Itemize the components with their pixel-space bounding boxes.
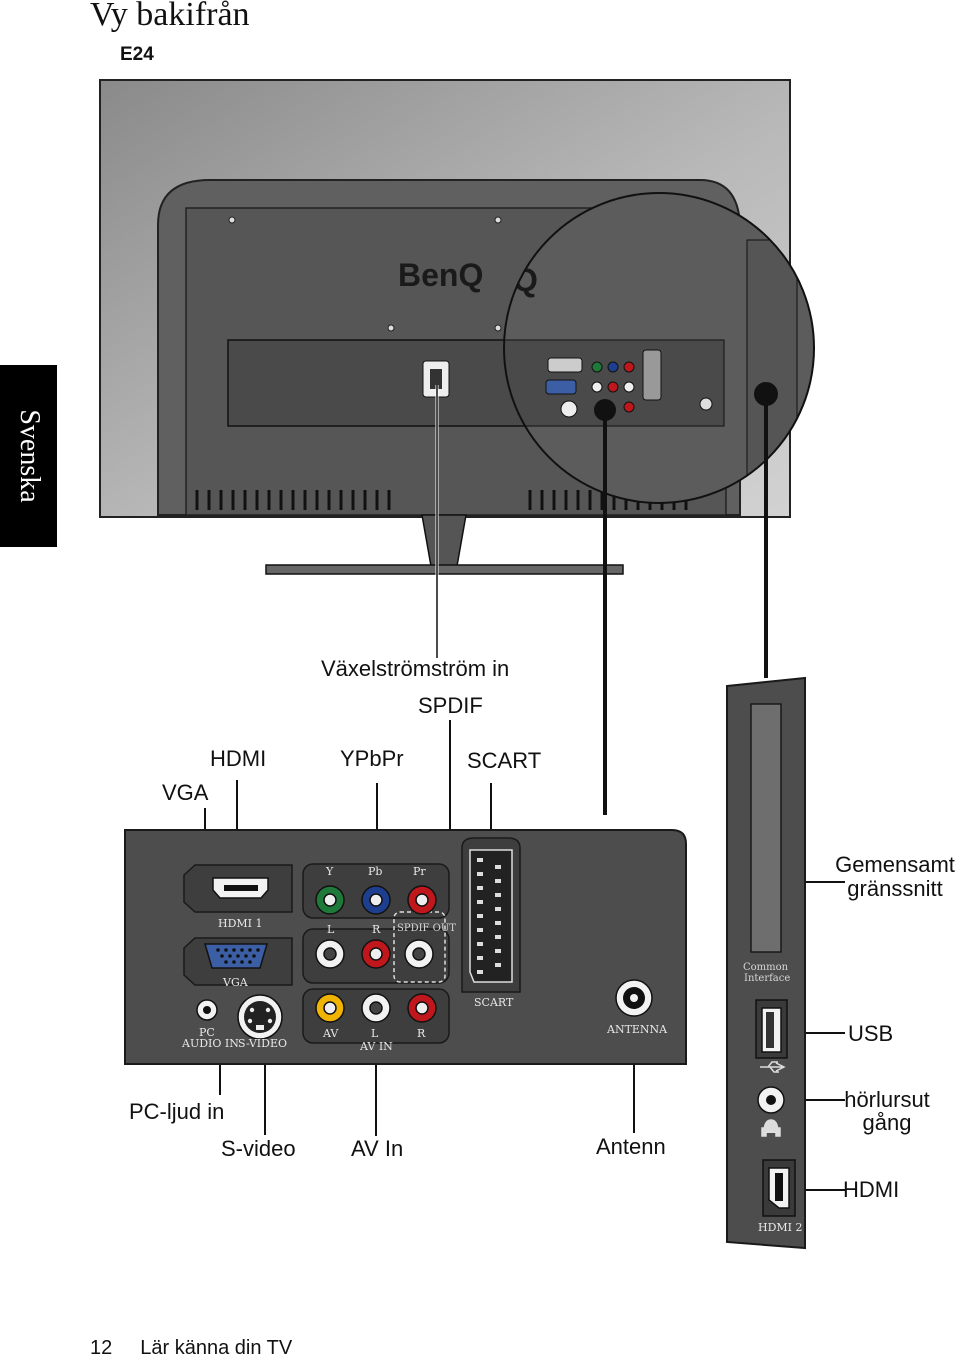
- interface-label: Interface: [744, 973, 790, 984]
- callout-vga: VGA: [162, 780, 209, 805]
- av-in-label: AV IN: [359, 1040, 393, 1053]
- magnifier-ring: [503, 192, 815, 504]
- section-title: Lär känna din TV: [140, 1337, 293, 1359]
- vga-port[interactable]: [204, 943, 268, 969]
- common-label: Common: [743, 962, 789, 973]
- callout-pc-audio: PC-ljud in: [129, 1099, 225, 1124]
- callout-common-interface: Gemensamt gränssnitt: [835, 852, 955, 901]
- av-r-label: R: [417, 1027, 426, 1040]
- side-connector-panel: [726, 676, 806, 1250]
- pr-label: Pr: [413, 865, 426, 878]
- magnified-detail: Q: [504, 193, 814, 503]
- callout-svideo: S-video: [221, 1136, 296, 1161]
- model-name: E24: [120, 44, 154, 65]
- svideo-pins: [247, 1007, 273, 1024]
- callout-ypbpr: YPbPr: [340, 746, 404, 771]
- common-interface-slot[interactable]: [750, 703, 782, 953]
- l-label: L: [327, 923, 335, 936]
- scart-panel-label: SCART: [474, 996, 514, 1009]
- stand-neck: [421, 514, 467, 567]
- callout-spdif: SPDIF: [418, 693, 483, 718]
- scart-pins: [477, 858, 501, 974]
- spdif-outline: [393, 911, 446, 983]
- usb-icon: [760, 1061, 786, 1073]
- callout-hdmi2: HDMI: [843, 1177, 900, 1202]
- hdmi1-label: HDMI 1: [218, 917, 263, 930]
- power-socket-inner: [430, 369, 442, 389]
- stand-base: [265, 564, 624, 575]
- spdif-out-label: SPDIF OUT: [397, 923, 456, 934]
- brand-logo: BenQ: [398, 257, 483, 293]
- callout-scart: SCART: [467, 748, 542, 773]
- pb-label: Pb: [368, 865, 382, 878]
- rear-panel-marker: [594, 399, 616, 421]
- svideo-label: S-VIDEO: [238, 1037, 287, 1050]
- callout-usb: USB: [848, 1021, 894, 1046]
- av-l-label: L: [371, 1027, 379, 1040]
- side-panel-marker: [754, 382, 778, 406]
- language-side-tab: Svenska: [0, 365, 57, 547]
- audio-in-label: AUDIO IN: [181, 1037, 239, 1050]
- callout-headphone-1: hörlursut: [844, 1087, 930, 1112]
- hdmi1-port-pins: [224, 885, 258, 891]
- callout-headphone-2: gång: [862, 1110, 912, 1135]
- page-number: 12: [90, 1337, 113, 1359]
- callout-ac-in: Växelströmström in: [321, 656, 510, 681]
- callout-antenna: Antenn: [596, 1134, 666, 1159]
- page-footer: 12 Lär känna din TV: [90, 1337, 320, 1360]
- headphone-icon: [761, 1119, 781, 1137]
- av-label: AV: [322, 1027, 339, 1040]
- page-title: Vy bakifrån: [90, 0, 250, 33]
- antenna-panel-label: ANTENNA: [606, 1023, 668, 1036]
- r-label: R: [372, 923, 381, 936]
- y-label: Y: [325, 865, 334, 878]
- scart-port[interactable]: [469, 849, 513, 983]
- pc-label: PC: [199, 1026, 215, 1039]
- rca-jacks: [315, 885, 437, 1023]
- screw-holes: [228, 216, 554, 336]
- hdmi2-panel-label: HDMI 2: [758, 1221, 803, 1234]
- vga-pins: [216, 948, 260, 964]
- callout-hdmi: HDMI: [210, 746, 267, 771]
- vga-label: VGA: [222, 976, 249, 989]
- callout-av-in: AV In: [351, 1136, 404, 1161]
